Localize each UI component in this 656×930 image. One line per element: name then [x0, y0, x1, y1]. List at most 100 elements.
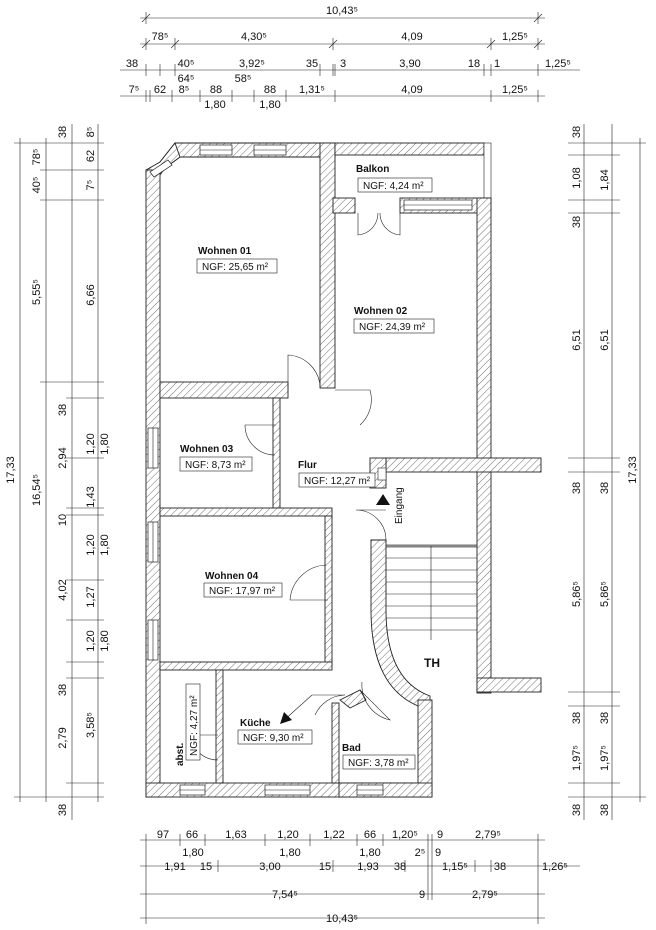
top-dim: 1,25⁵ [502, 84, 528, 96]
top-dim: 64⁵ [178, 73, 195, 85]
bottom-dim: 38 [394, 861, 406, 873]
left-dim: 4,02 [57, 579, 69, 600]
room-labels: Wohnen 01 NGF: 25,65 m² Balkon NGF: 4,24… [175, 164, 440, 770]
left-dim: 62 [85, 150, 97, 162]
top-dim: 3,90 [399, 58, 420, 70]
top-dimensions: 10,43⁵ 78⁵ 4,30⁵ 4,09 1,25⁵ 38 40⁵ 3,92⁵… [120, 5, 580, 111]
top-dim: 8⁵ [179, 84, 190, 96]
top-dim: 1,80 [204, 99, 225, 111]
bottom-dim: 9 [435, 847, 441, 859]
walls [145, 142, 542, 798]
bottom-dim: 66 [364, 829, 376, 841]
windows [147, 144, 473, 796]
left-dim: 5,55⁵ [31, 279, 43, 305]
top-dim: 58⁵ [235, 73, 252, 85]
bottom-dim: 2,79⁵ [475, 829, 501, 841]
bottom-dim: 9 [419, 889, 425, 901]
room-area-bad: NGF: 3,78 m² [348, 758, 409, 769]
top-dim: 40⁵ [178, 58, 195, 70]
left-dim: 38 [57, 804, 69, 816]
bottom-dim: 1,26⁵ [542, 861, 568, 873]
left-dim: 1,20 [85, 534, 97, 555]
bottom-dimensions: 97 66 1,63 1,20 1,22 66 1,20⁵ 9 2,79⁵ 1,… [140, 829, 580, 925]
left-dim: 1,43 [85, 486, 97, 507]
bottom-dim: 7,54⁵ [272, 889, 298, 901]
bottom-dim: 1,15⁵ [442, 861, 468, 873]
top-dim: 88 [264, 84, 276, 96]
right-dim: 38 [599, 712, 611, 724]
room-name-wohnen01: Wohnen 01 [198, 246, 252, 257]
left-dim: 6,66 [85, 284, 97, 305]
top-dim: 88 [210, 84, 222, 96]
bottom-dim-total: 10,43⁵ [326, 913, 358, 925]
room-area-flur: NGF: 12,27 m² [304, 476, 371, 487]
bottom-dim: 1,80 [279, 847, 300, 859]
right-dim: 38 [571, 482, 583, 494]
left-dim: 38 [57, 684, 69, 696]
bottom-dim: 15 [200, 861, 212, 873]
right-dim: 6,51 [571, 329, 583, 350]
bottom-dim: 1,22 [323, 829, 344, 841]
room-name-wohnen04: Wohnen 04 [205, 571, 259, 582]
top-dim: 1,31⁵ [299, 84, 325, 96]
bottom-dim: 1,91 [164, 861, 185, 873]
top-dim: 78⁵ [152, 31, 169, 43]
left-dim: 1,27 [85, 586, 97, 607]
room-area-abst: NGF: 4,27 m² [189, 695, 200, 756]
stairwell-label: TH [424, 656, 440, 670]
left-dim: 1,80 [99, 534, 111, 555]
left-dim: 78⁵ [31, 149, 43, 166]
room-area-wohnen04: NGF: 17,97 m² [209, 586, 276, 597]
room-area-wohnen02: NGF: 24,39 m² [359, 322, 426, 333]
bottom-dim: 2,79⁵ [472, 889, 498, 901]
top-dim: 38 [126, 58, 138, 70]
left-dimensions: 17,33 78⁵ 40⁵ 5,55⁵ 16,54⁵ 38 8⁵ 62 7⁵ 6… [5, 124, 111, 820]
staircase [386, 545, 477, 640]
direction-arrow-icon [280, 694, 313, 724]
top-dim: 3,92⁵ [239, 58, 265, 70]
left-dim: 38 [57, 404, 69, 416]
top-dim: 7⁵ [129, 84, 140, 96]
bottom-dim: 1,93 [357, 861, 378, 873]
doors [189, 212, 401, 761]
top-dim: 4,09 [401, 84, 422, 96]
bottom-dim: 9 [437, 829, 443, 841]
room-name-kueche: Küche [240, 718, 271, 729]
bottom-dim: 2⁵ [415, 847, 426, 859]
entrance-arrow-icon [376, 494, 390, 505]
room-name-bad: Bad [342, 743, 361, 754]
right-dim: 38 [571, 216, 583, 228]
right-dim: 38 [599, 482, 611, 494]
left-dim: 10 [57, 514, 69, 526]
room-name-balkon: Balkon [356, 164, 389, 175]
right-dim-total: 17,33 [627, 456, 639, 484]
top-dim-total: 10,43⁵ [326, 5, 358, 17]
top-dim: 4,09 [401, 31, 422, 43]
top-dim: 1 [494, 58, 500, 70]
left-dim: 8⁵ [85, 127, 97, 138]
room-name-abst: abst. [175, 742, 186, 766]
bottom-dim: 1,20⁵ [392, 829, 418, 841]
left-dim: 2,94 [57, 447, 69, 468]
left-dim: 16,54⁵ [31, 474, 43, 506]
bottom-dim: 1,80 [182, 847, 203, 859]
bottom-dim: 38 [494, 861, 506, 873]
right-dim: 1,97⁵ [571, 745, 583, 771]
left-dim-total: 17,33 [5, 456, 17, 484]
bottom-dim: 15 [319, 861, 331, 873]
room-area-kueche: NGF: 9,30 m² [243, 733, 304, 744]
right-dim: 38 [599, 804, 611, 816]
left-dim: 3,58⁵ [85, 712, 97, 738]
right-dim: 6,51 [599, 329, 611, 350]
right-dim: 38 [571, 126, 583, 138]
left-dim: 38 [57, 126, 69, 138]
top-dim: 18 [468, 58, 480, 70]
top-dim: 1,80 [259, 99, 280, 111]
left-dim: 40⁵ [31, 177, 43, 194]
entrance-label: Eingang [394, 487, 405, 524]
right-dim: 1,97⁵ [599, 745, 611, 771]
top-dim: 62 [154, 84, 166, 96]
top-dim: 1,25⁵ [545, 58, 571, 70]
room-name-flur: Flur [298, 460, 317, 471]
